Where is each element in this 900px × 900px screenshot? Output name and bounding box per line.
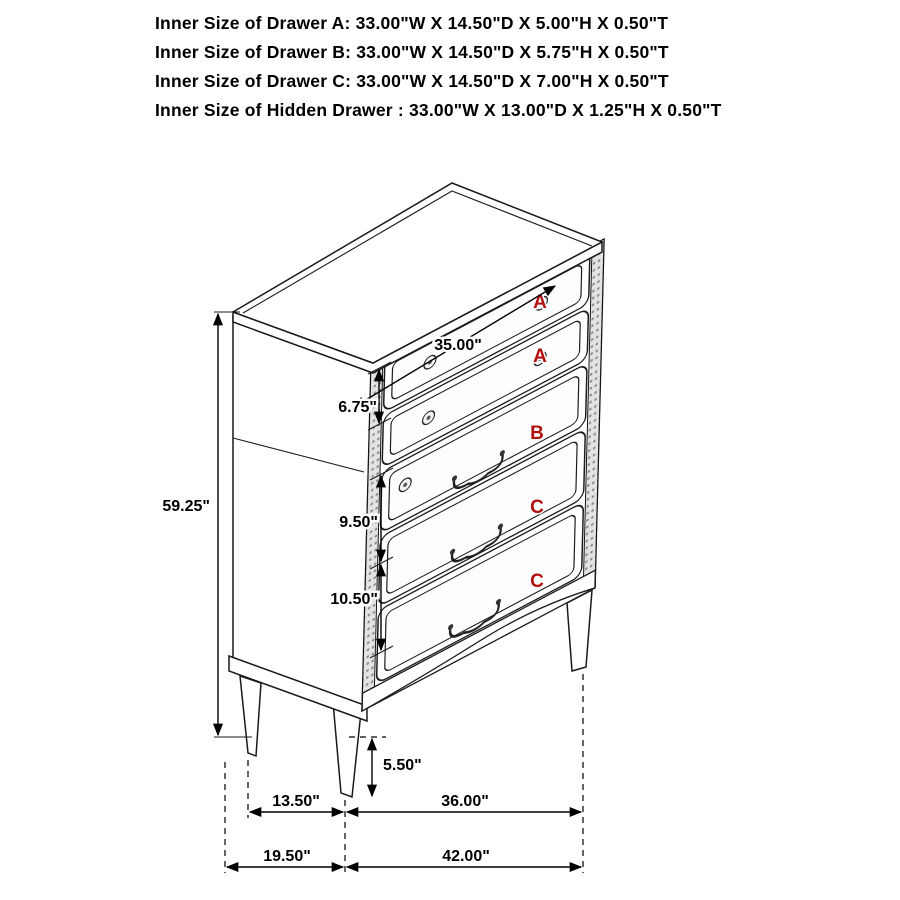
dim-drawer-c-height: 9.50" [337,467,394,570]
drawer-label-b: B [530,423,544,444]
dim-overall-width-label: 42.00" [442,848,490,865]
dim-overall-height: 59.25" [160,311,252,738]
dim-drawer-a-height-label: 6.75" [338,399,377,416]
dim-bottom-drawer-height: 10.50" [328,563,394,659]
dim-top-drawer-width: 35.00" [352,285,557,408]
chest-top-surface-inner-line [242,190,593,314]
drawer-label-a2: A [533,346,547,367]
chest-back-left-leg [239,674,262,758]
dim-base-depth: 13.50" [248,791,345,818]
spec-line-drawer-c: Inner Size of Drawer C: 33.00"W X 14.50"… [155,71,669,91]
dim-overall-depth: 19.50" [225,846,345,873]
spec-text-block: Inner Size of Drawer A: 33.00"W X 14.50"… [155,9,722,125]
dim-overall-width: 42.00" [345,846,583,873]
chest-front-right-leg [566,588,593,672]
dim-base-width-label: 36.00" [441,793,489,810]
dim-base-width: 36.00" [345,791,583,818]
dim-bottom-drawer-height-label: 10.50" [330,591,378,608]
drawer-label-c2: C [530,571,544,592]
spec-line-hidden-drawer: Inner Size of Hidden Drawer : 33.00"W X … [155,100,722,120]
dim-extension-lines [224,674,584,873]
chest-side-base-molding [228,654,368,723]
chest-top-surface [231,182,604,364]
chest-side-panel [232,314,374,712]
spec-line-drawer-b: Inner Size of Drawer B: 33.00"W X 14.50"… [155,42,669,62]
dim-top-drawer-width-label: 35.00" [434,337,482,354]
spec-line-drawer-a: Inner Size of Drawer A: 33.00"W X 14.50"… [155,13,669,33]
chest-drawing [228,182,605,799]
dim-drawer-c-height-label: 9.50" [339,514,378,531]
dim-leg-height-label: 5.50" [383,757,422,774]
dim-base-depth-label: 13.50" [272,793,320,810]
drawer-c1 [377,431,586,604]
chest-front-apron [361,568,597,713]
dim-leg-height: 5.50" [349,736,424,798]
side-panel-seam [232,437,365,473]
dim-drawer-a-height: 6.75" [336,361,392,431]
dim-overall-depth-label: 19.50" [263,848,311,865]
dim-overall-height-label: 59.25" [162,498,210,515]
drawer-label-c1: C [530,497,544,518]
